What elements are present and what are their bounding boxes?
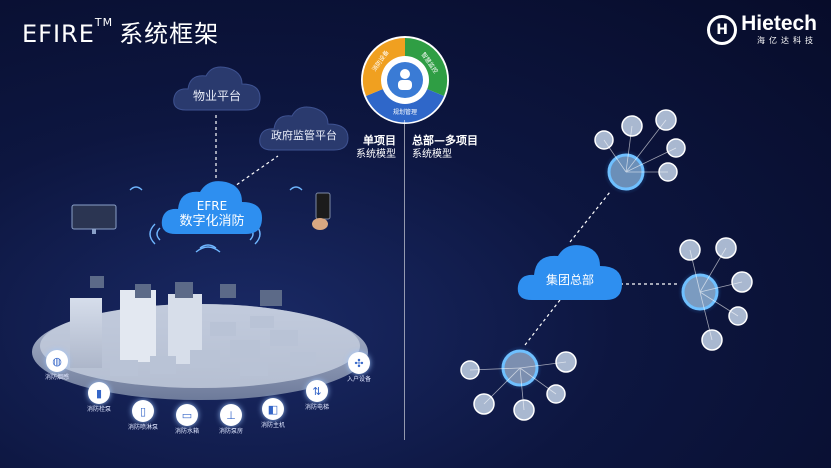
title-rest: 系统框架	[119, 20, 220, 48]
device-household: ✣ 入户设备	[334, 352, 384, 383]
device-label: 消防泵房	[218, 428, 243, 435]
hq-label: 集团总部	[545, 272, 594, 287]
device-fire-host: ◧ 消防主机	[248, 398, 298, 429]
pump-room-icon: ⊥	[220, 404, 242, 426]
single-project-model: 单项目 系统模型	[354, 134, 396, 161]
multi-title: 总部—多项目	[412, 134, 478, 147]
hietech-logo-icon: H	[707, 15, 738, 45]
cloud-gov-label: 政府监管平台	[271, 129, 337, 142]
section-divider	[404, 120, 405, 440]
monitor-device	[71, 204, 117, 234]
cloud-shape	[161, 181, 262, 234]
sprinkler-pump-icon: ▯	[132, 400, 154, 422]
project-network	[460, 109, 753, 421]
hydrant-pump-icon: ▮	[88, 382, 110, 404]
device-smoke: ◍ 消防烟感	[32, 350, 82, 381]
cloud-shape	[259, 106, 349, 151]
cloud-efire-platform: EFRE 数字化消防	[160, 178, 264, 238]
multi-project-model: 总部—多项目 系统模型	[412, 134, 478, 161]
cloud-property-label: 物业平台	[192, 88, 241, 103]
device-label: 消防水箱	[174, 428, 199, 435]
device-sprinkler: ▯ 消防喷淋泵	[118, 400, 168, 431]
signal-waves	[129, 186, 303, 253]
elevator-icon: ⇅	[306, 380, 328, 402]
water-tank-icon: ▭	[176, 404, 198, 426]
device-label: 消防烟感	[44, 374, 69, 381]
device-label: 消防栓泵	[86, 406, 111, 413]
device-pump-room: ⊥ 消防泵房	[206, 404, 256, 435]
single-title: 单项目	[363, 134, 396, 147]
connection-lines	[215, 115, 680, 346]
device-water-tank: ▭ 消防水箱	[162, 404, 212, 435]
city-platform	[32, 276, 368, 400]
single-sub: 系统模型	[356, 149, 396, 160]
cloud-group-hq: 集团总部	[516, 242, 624, 304]
smoke-detector-icon: ◍	[46, 350, 68, 372]
title-main: EFIRE	[22, 20, 95, 48]
multi-sub: 系统模型	[412, 149, 452, 160]
cloud-gov-platform: 政府监管平台	[258, 104, 350, 154]
device-label: 消防主机	[260, 422, 285, 429]
cloud-property-platform: 物业平台	[172, 64, 262, 114]
device-elevator: ⇅ 消防电梯	[292, 380, 342, 411]
device-label: 消防喷淋泵	[127, 424, 158, 431]
cloud-shape	[173, 66, 261, 111]
device-label: 入户设备	[346, 376, 371, 383]
brand-subtitle: 海亿达科技	[757, 36, 817, 45]
ring-label-planning: 规划管理	[393, 109, 418, 116]
phone-device	[312, 192, 331, 230]
fire-host-icon: ◧	[262, 398, 284, 420]
device-label: 消防电梯	[304, 404, 329, 411]
efire-label-line2: 数字化消防	[179, 214, 245, 229]
title-trademark: TM	[94, 16, 114, 29]
service-ring	[361, 36, 449, 124]
device-hydrant: ▮ 消防栓泵	[74, 382, 124, 413]
brand-name: Hietech	[741, 12, 817, 35]
page-title: EFIRETM 系统框架	[22, 14, 219, 49]
cloud-shape	[517, 245, 622, 300]
brand-logo: H Hietech 海亿达科技	[707, 12, 817, 46]
household-device-icon: ✣	[348, 352, 370, 374]
efire-label-line1: EFRE	[196, 199, 228, 213]
